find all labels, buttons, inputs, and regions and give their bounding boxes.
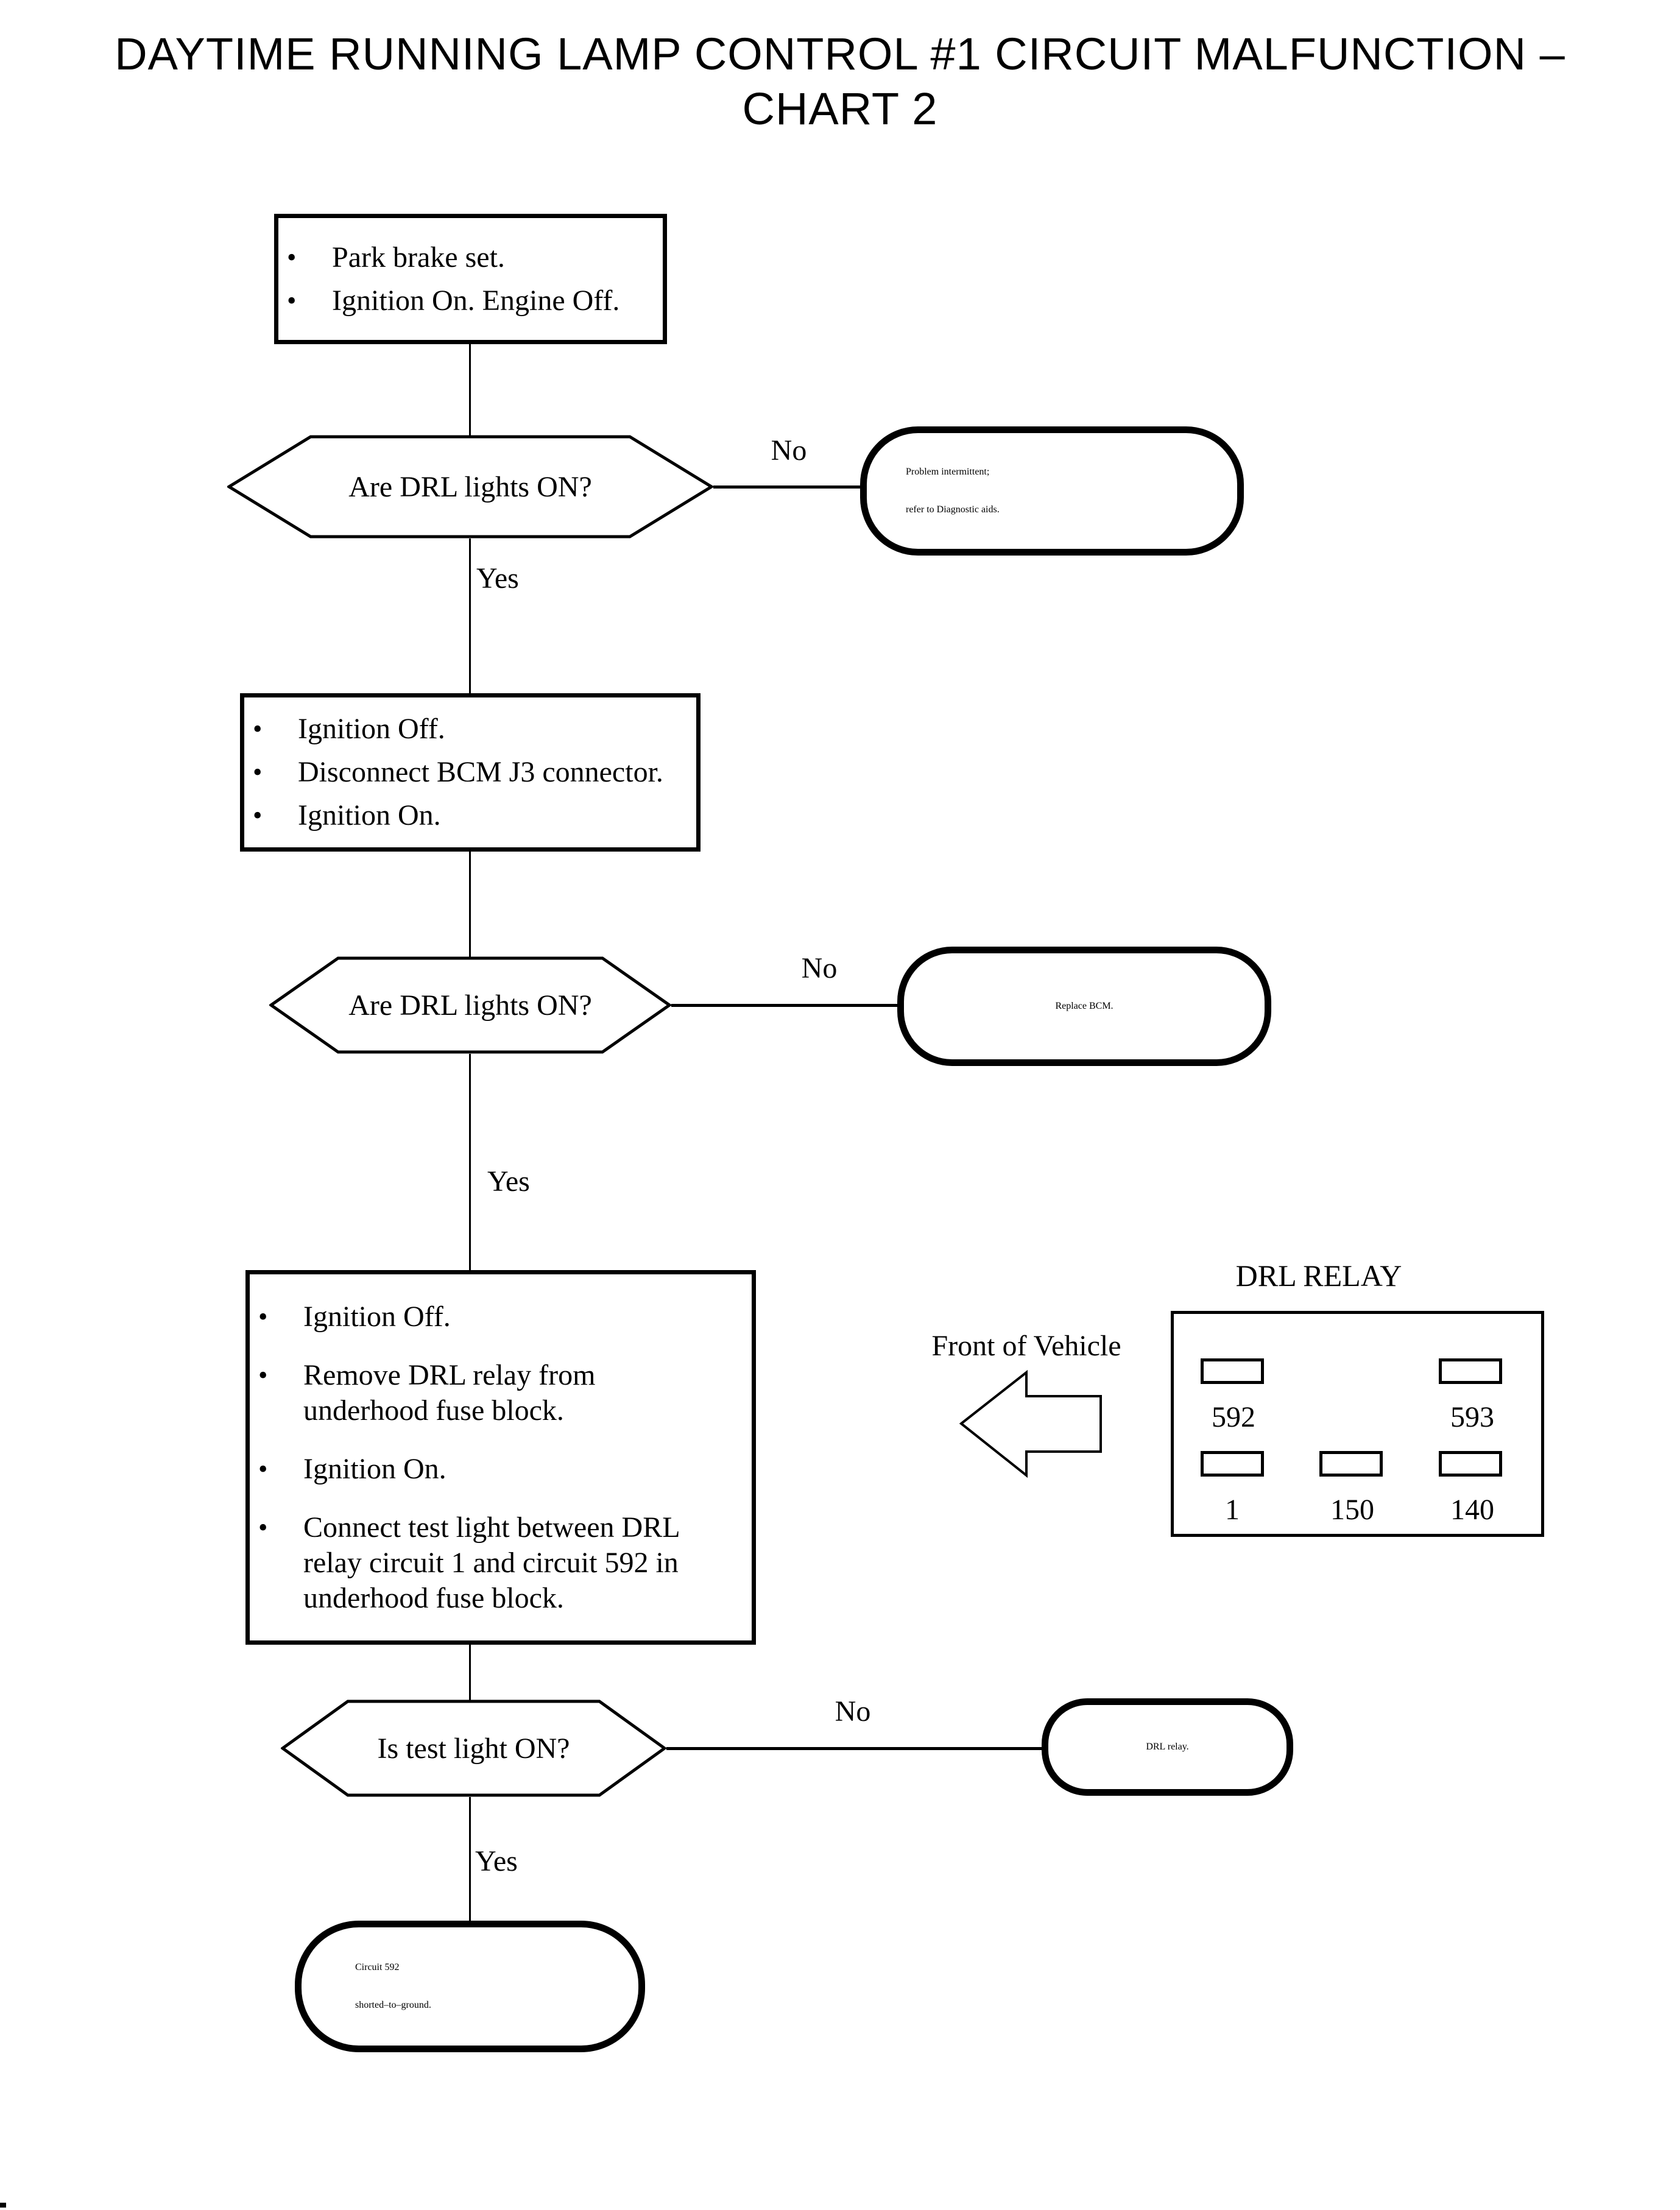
bullet-icon: • <box>258 1512 268 1542</box>
decision-drl-lights-2-hexagon: Are DRL lights ON? <box>269 956 671 1054</box>
result-problem-intermittent: Problem intermittent; refer to Diagnosti… <box>860 426 1244 556</box>
step-text: Remove DRL relay from <box>303 1358 596 1391</box>
list-item: • Ignition On. <box>244 798 696 833</box>
step-text: relay circuit 1 and circuit 592 in <box>303 1546 679 1579</box>
no-label: No <box>835 1695 871 1728</box>
bullet-icon: • <box>258 1301 268 1332</box>
step-text: Ignition On. <box>298 799 441 831</box>
relay-pin <box>1439 1451 1502 1477</box>
left-arrow-icon <box>956 1368 1106 1483</box>
relay-pin <box>1319 1451 1383 1477</box>
hexagon-shape <box>281 1700 666 1797</box>
connector-line <box>469 1797 471 1921</box>
page-title: DAYTIME RUNNING LAMP CONTROL #1 CIRCUIT … <box>0 27 1680 136</box>
step-text: underhood fuse block. <box>303 1394 564 1427</box>
terminal-text: Circuit 592 <box>355 1962 400 1972</box>
step-text: Connect test light between DRL <box>303 1511 680 1544</box>
step-text: Disconnect BCM J3 connector. <box>298 756 663 788</box>
result-drl-relay: DRL relay. <box>1042 1698 1293 1796</box>
list-item: • Remove DRL relay from underhood fuse b… <box>250 1358 752 1428</box>
list-item: • Disconnect BCM J3 connector. <box>244 755 696 790</box>
step-text: Ignition On. Engine Off. <box>332 284 620 317</box>
hexagon-shape <box>269 956 671 1054</box>
pin-label-593: 593 <box>1450 1401 1494 1433</box>
decision-question: Are DRL lights ON? <box>348 470 592 503</box>
decision-test-light-hexagon: Is test light ON? <box>281 1700 666 1797</box>
list-item: • Park brake set. <box>278 240 663 275</box>
no-label: No <box>771 434 807 467</box>
result-text: DRL relay. <box>1146 1742 1189 1752</box>
list-item: • Ignition On. Engine Off. <box>278 283 663 319</box>
connector-line <box>713 485 863 489</box>
bullet-icon: • <box>253 800 263 830</box>
result-replace-bcm: Replace BCM. <box>897 947 1271 1066</box>
bullet-icon: • <box>287 242 297 272</box>
pin-label-150: 150 <box>1330 1494 1374 1526</box>
relay-diagram-box: 592 593 1 150 140 <box>1171 1311 1544 1537</box>
terminal-circuit-592-shorted: Circuit 592 shorted–to–ground. <box>295 1921 645 2052</box>
relay-pin <box>1201 1358 1264 1384</box>
connector-line <box>469 1643 471 1701</box>
page-title-line2: CHART 2 <box>742 83 938 134</box>
yes-label: Yes <box>475 1845 518 1877</box>
front-of-vehicle-label: Front of Vehicle <box>931 1330 1121 1362</box>
page-title-line1: DAYTIME RUNNING LAMP CONTROL #1 CIRCUIT … <box>115 29 1565 79</box>
bullet-icon: • <box>287 285 297 316</box>
result-text: Replace BCM. <box>1055 1001 1114 1011</box>
bullet-icon: • <box>253 757 263 787</box>
bullet-icon: • <box>258 1453 268 1484</box>
no-label: No <box>801 952 838 984</box>
scan-artifact-dot <box>0 2203 6 2208</box>
connector-line <box>469 538 471 693</box>
step-text: underhood fuse block. <box>303 1581 564 1614</box>
step-text: Ignition Off. <box>303 1300 451 1333</box>
bullet-icon: • <box>253 714 263 744</box>
step-text: Ignition On. <box>303 1452 446 1485</box>
connector-line <box>469 343 471 436</box>
step-text: Ignition Off. <box>298 713 445 745</box>
connector-line <box>469 850 471 958</box>
pin-label-1: 1 <box>1225 1494 1240 1526</box>
hexagon-shape <box>227 435 713 538</box>
yes-label: Yes <box>476 562 519 595</box>
bcm-disconnect-box: • Ignition Off. • Disconnect BCM J3 conn… <box>240 693 701 852</box>
list-item: • Ignition On. <box>250 1452 752 1487</box>
relay-pin <box>1439 1358 1502 1384</box>
list-item: • Connect test light between DRL relay c… <box>250 1510 752 1616</box>
bullet-icon: • <box>258 1360 268 1390</box>
terminal-text: shorted–to–ground. <box>355 2000 431 2010</box>
connector-line <box>666 1747 1049 1750</box>
decision-drl-lights-1-hexagon: Are DRL lights ON? <box>227 435 713 538</box>
relay-pin <box>1201 1451 1264 1477</box>
relay-diagram-title: DRL RELAY <box>1235 1259 1402 1293</box>
result-text: Problem intermittent; <box>906 467 990 477</box>
setup-conditions-box: • Park brake set. • Ignition On. Engine … <box>274 214 667 344</box>
step-text: Park brake set. <box>332 241 505 274</box>
decision-question: Is test light ON? <box>377 1732 570 1765</box>
pin-label-140: 140 <box>1450 1494 1494 1526</box>
pin-label-592: 592 <box>1212 1401 1255 1433</box>
connector-line <box>469 1054 471 1270</box>
result-text: refer to Diagnostic aids. <box>906 504 1000 515</box>
decision-question: Are DRL lights ON? <box>348 989 592 1022</box>
connector-line <box>671 1004 897 1007</box>
list-item: • Ignition Off. <box>244 711 696 747</box>
yes-label: Yes <box>487 1165 530 1198</box>
test-light-setup-box: • Ignition Off. • Remove DRL relay from … <box>245 1270 756 1645</box>
list-item: • Ignition Off. <box>250 1299 752 1335</box>
